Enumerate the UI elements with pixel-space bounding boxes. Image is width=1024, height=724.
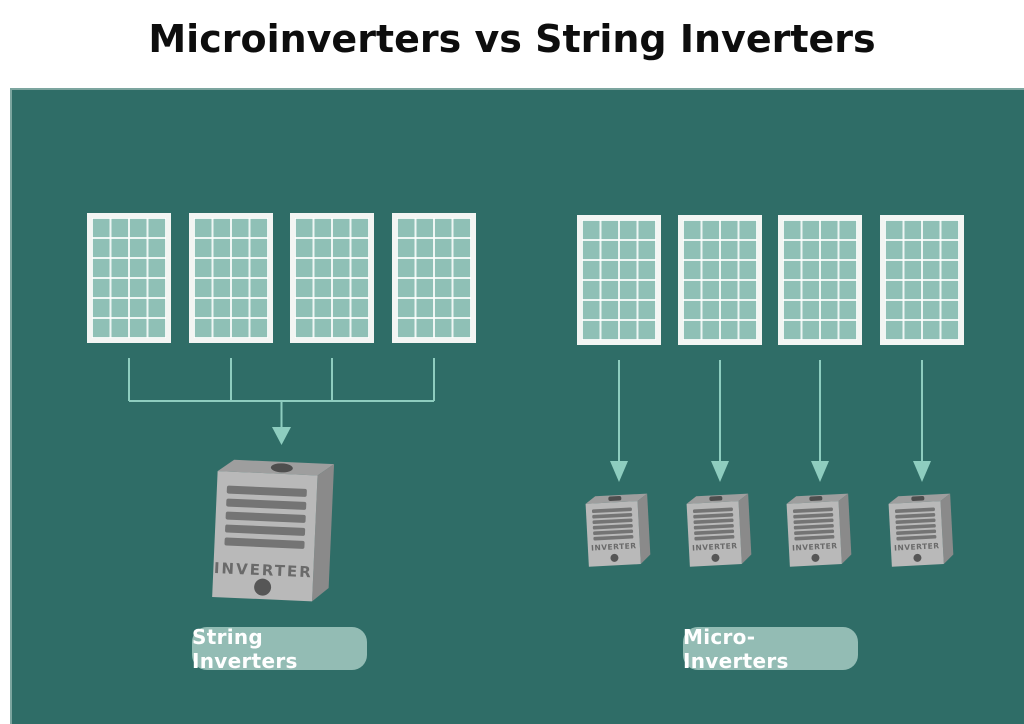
- page-title: Microinverters vs String Inverters: [148, 17, 876, 61]
- solar-panel: [678, 215, 762, 345]
- inverter-port: [809, 496, 823, 502]
- inverter-label: INVERTER: [591, 541, 637, 552]
- solar-panel: [392, 213, 476, 343]
- micro-inverter-icon: INVERTER: [786, 493, 852, 567]
- inverter-vents: [792, 507, 835, 541]
- inverter-knob: [254, 578, 272, 596]
- diagram-canvas: INVERTER INVERTER INV: [10, 88, 1024, 724]
- micro-inverter-icon: INVERTER: [888, 493, 954, 567]
- solar-panel: [880, 215, 964, 345]
- micro-inverter-icon: INVERTER: [585, 493, 651, 567]
- inverter-knob: [913, 553, 922, 562]
- inverter-knob: [711, 553, 720, 562]
- string-arrow: [272, 401, 291, 445]
- string-inverters-label: String Inverters: [192, 625, 367, 673]
- micro-inverter-icon: INVERTER: [686, 493, 752, 567]
- solar-panel: [778, 215, 862, 345]
- inverter-knob: [811, 553, 820, 562]
- micro-arrow: [610, 360, 628, 482]
- inverter-label: INVERTER: [692, 541, 738, 552]
- inverter-vents: [224, 485, 307, 549]
- inverter-port: [911, 496, 925, 502]
- inverter-label: INVERTER: [792, 541, 838, 552]
- inverter-vents: [894, 507, 937, 541]
- solar-panel: [577, 215, 661, 345]
- inverter-label: INVERTER: [894, 541, 940, 552]
- micro-arrow: [811, 360, 829, 482]
- wiring-diagram: [128, 358, 931, 482]
- micro-arrow: [913, 360, 931, 482]
- string-bus-line: [128, 358, 435, 402]
- inverter-label: INVERTER: [214, 559, 314, 581]
- inverter-vents: [692, 507, 735, 541]
- micro-inverters-label: Micro-Inverters: [683, 625, 858, 673]
- inverter-port: [709, 496, 723, 502]
- micro-arrow: [711, 360, 729, 482]
- string-inverter-icon: INVERTER: [212, 459, 335, 602]
- inverter-port: [608, 496, 622, 502]
- inverter-knob: [610, 553, 619, 562]
- solar-panel: [189, 213, 273, 343]
- inverter-vents: [591, 507, 634, 541]
- solar-panel: [87, 213, 171, 343]
- solar-panel: [290, 213, 374, 343]
- inverter-port: [270, 463, 293, 473]
